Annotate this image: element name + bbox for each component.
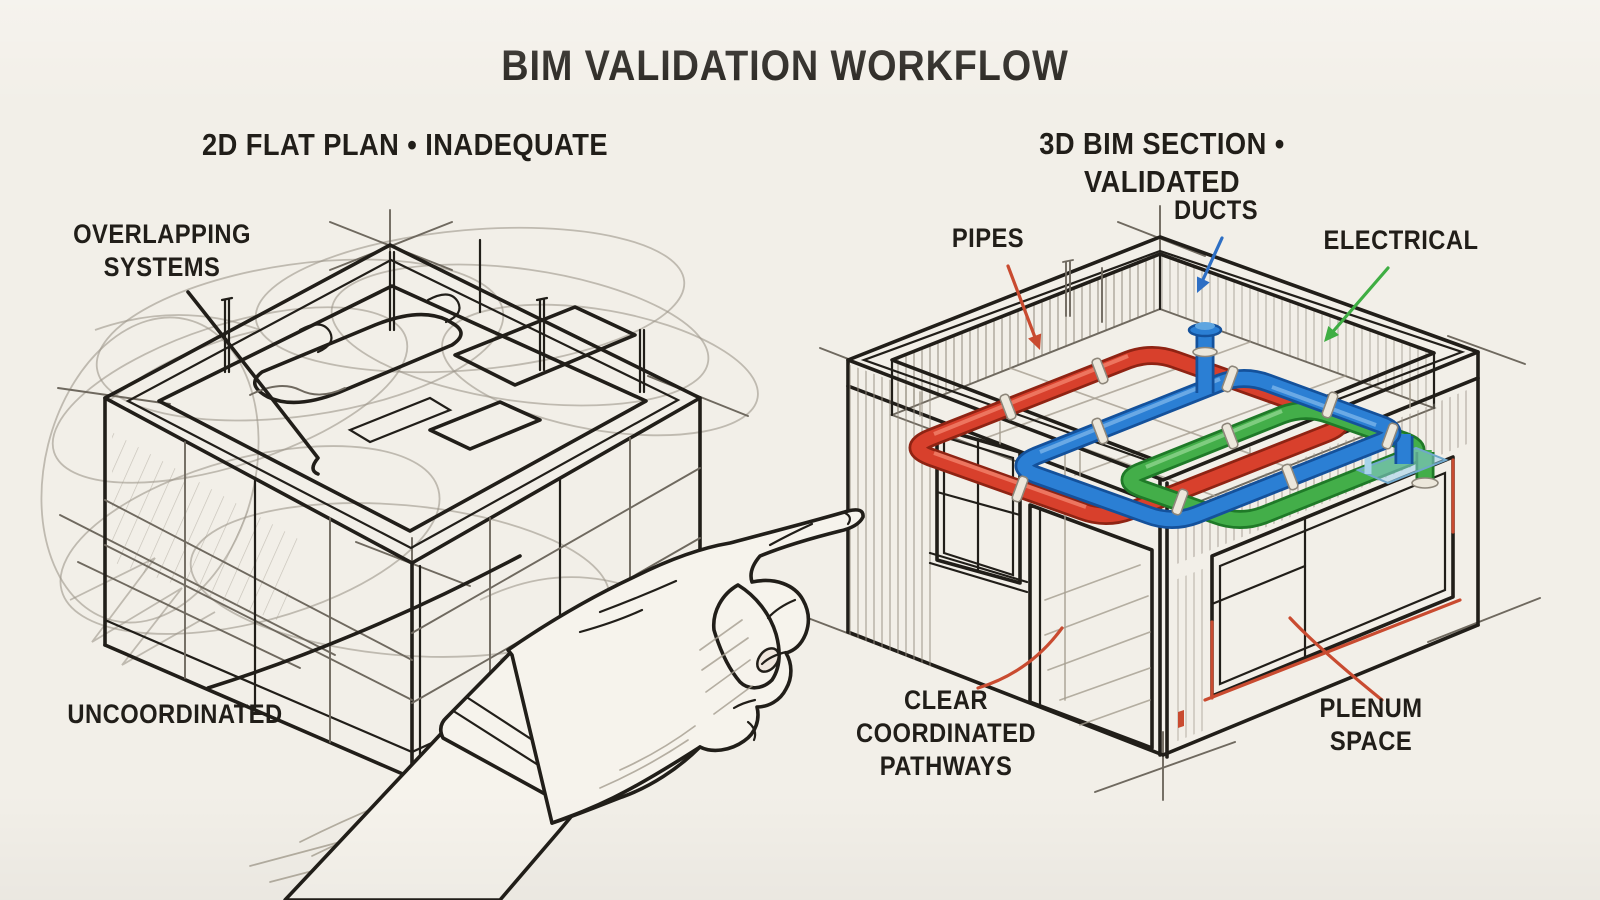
callout-plenum-space: PLENUM SPACE — [1319, 693, 1423, 756]
blue-duct-run — [1024, 322, 1414, 520]
callout-pipes: PIPES — [951, 223, 1025, 253]
corner-accent — [1178, 710, 1184, 728]
ducts-leader-line — [1196, 236, 1224, 293]
left-window — [928, 426, 1029, 594]
page-title: BIM VALIDATION WORKFLOW — [501, 42, 1069, 90]
uncoordinated-leader-line — [206, 554, 522, 690]
electrical-leader-line — [1324, 266, 1390, 342]
callout-clear-pathways: CLEAR COORDINATED PATHWAYS — [856, 685, 1036, 781]
ducts-arrowhead — [1196, 276, 1210, 293]
right-panel-subtitle: 3D BIM SECTION • VALIDATED — [1039, 126, 1285, 199]
parapet-interior-nw — [892, 254, 1160, 415]
pointing-hand-illustration — [249, 508, 865, 900]
hand-detail-lines — [578, 511, 852, 710]
electrical-arrowhead — [1324, 326, 1340, 342]
right-building-drawing — [799, 205, 1541, 801]
plenum-accent-sill — [1203, 598, 1462, 702]
callout-overlapping-systems: OVERLAPPING SYSTEMS — [73, 219, 251, 282]
pathways-leader-line — [976, 626, 1064, 690]
duct-riser — [1187, 322, 1223, 393]
deck-risers — [1062, 259, 1103, 323]
pipes-arrowhead — [1028, 333, 1042, 350]
parapet-interior-ne — [1160, 254, 1434, 408]
overlapping-leader-line — [186, 290, 320, 476]
callout-electrical: ELECTRICAL — [1323, 225, 1479, 255]
pipe-flanges — [999, 357, 1399, 516]
callout-uncoordinated: UNCOORDINATED — [67, 699, 283, 729]
wall-shading — [112, 432, 300, 622]
left-panel-subtitle: 2D FLAT PLAN • INADEQUATE — [201, 127, 609, 162]
pipes-leader-line — [1006, 264, 1042, 350]
fist-shading — [599, 619, 753, 789]
plenum-leader-line — [1288, 616, 1384, 702]
callout-ducts: DUCTS — [1173, 195, 1259, 225]
